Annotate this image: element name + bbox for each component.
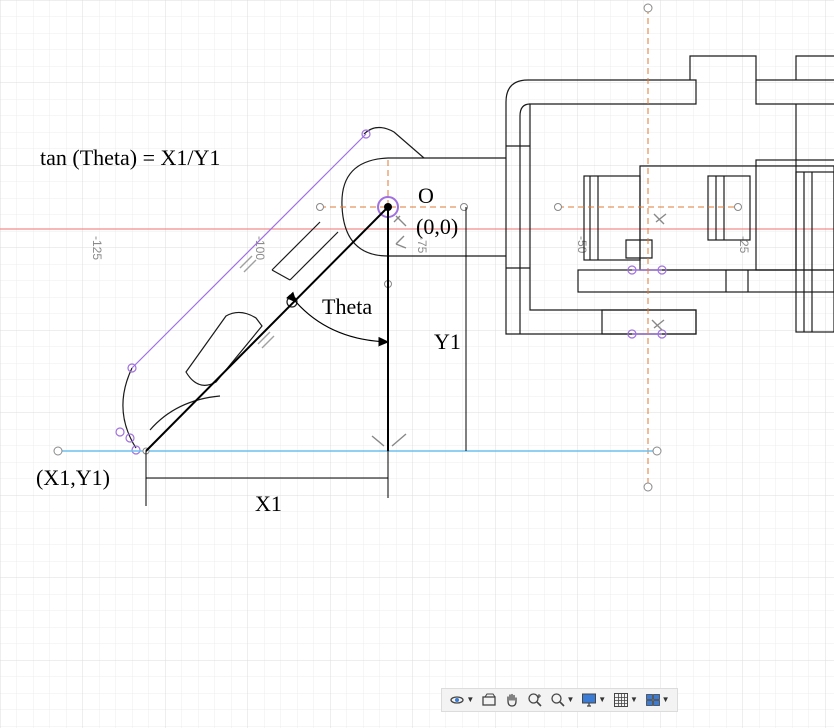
y1-dimension-label: Y1 <box>434 329 461 354</box>
constraint-geometry[interactable] <box>115 129 667 455</box>
chevron-down-icon: ▼ <box>629 695 638 704</box>
zoom-icon <box>528 693 542 707</box>
x1-dimension-label: X1 <box>255 491 282 516</box>
robot-body[interactable] <box>505 55 834 335</box>
orbit-button[interactable]: ▼ <box>448 690 475 710</box>
constraint-marks <box>371 213 667 447</box>
origin-point[interactable] <box>384 203 392 211</box>
origin-coords-label: (0,0) <box>416 214 458 239</box>
chevron-down-icon: ▼ <box>566 695 575 704</box>
chevron-down-icon: ▼ <box>598 695 607 704</box>
navigation-toolbar: ▼ ▼ ▼ ▼ ▼ <box>441 688 678 712</box>
formula-label: tan (Theta) = X1/Y1 <box>40 145 220 170</box>
fit-icon <box>550 693 565 707</box>
orbit-icon <box>450 696 465 704</box>
ruler-tick-label: -25 <box>737 236 751 254</box>
grid-settings-button[interactable]: ▼ <box>612 690 639 710</box>
viewports-icon <box>645 694 660 706</box>
chevron-down-icon: ▼ <box>661 695 670 704</box>
angle-arc[interactable] <box>286 291 390 347</box>
pan-icon <box>507 693 517 707</box>
dimension-x1[interactable] <box>145 451 389 506</box>
zoom-button[interactable] <box>526 690 544 710</box>
arm-link[interactable] <box>122 126 530 449</box>
look-at-icon <box>482 693 496 706</box>
grid-settings-icon <box>613 693 628 707</box>
ruler-tick-label: -100 <box>253 236 267 260</box>
origin-letter-label: O <box>418 183 434 208</box>
display-settings-button[interactable]: ▼ <box>580 690 607 710</box>
display-settings-icon <box>582 693 597 707</box>
fit-button[interactable]: ▼ <box>549 690 576 710</box>
chevron-down-icon: ▼ <box>466 695 475 704</box>
parallel-constraint-icons <box>239 255 275 349</box>
look-at-button[interactable] <box>480 690 498 710</box>
pan-button[interactable] <box>503 690 521 710</box>
ruler-tick-label: -125 <box>90 236 104 260</box>
angle-label: Theta <box>322 294 372 319</box>
ruler-tick-label: -50 <box>575 236 589 254</box>
viewports-button[interactable]: ▼ <box>644 690 671 710</box>
point-label: (X1,Y1) <box>36 465 110 490</box>
ruler-tick-label: -75 <box>415 236 429 254</box>
